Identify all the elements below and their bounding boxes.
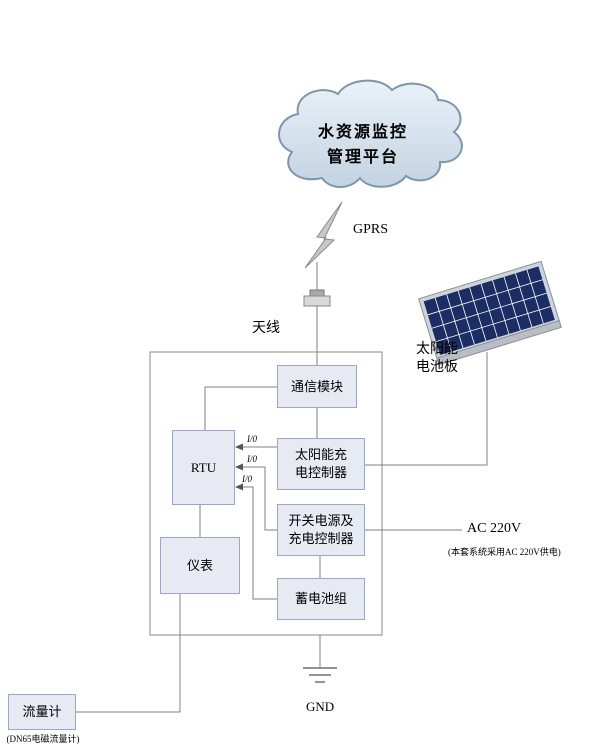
power-supply-box: 开关电源及 充电控制器 xyxy=(277,504,365,556)
wire-io3 xyxy=(242,486,277,600)
comm-module-box: 通信模块 xyxy=(277,365,357,408)
gprs-label: GPRS xyxy=(353,222,389,237)
arrowhead-io1 xyxy=(235,443,243,451)
ac-note: (本套系统采用AC 220V供电) xyxy=(448,547,561,557)
flow-meter-label: 流量计 xyxy=(22,704,62,720)
power-supply-label-line1: 开关电源及 xyxy=(288,513,354,529)
solar-controller-label-line2: 电控制器 xyxy=(294,465,347,480)
io-label-2: I/0 xyxy=(247,454,257,464)
arrowhead-io2 xyxy=(235,463,243,471)
instrument-box: 仪表 xyxy=(160,537,240,594)
solar-panel-label-line2: 电池板 xyxy=(416,360,458,375)
antenna-base xyxy=(303,295,331,307)
ground-icon xyxy=(303,667,337,683)
lightning-icon xyxy=(304,201,343,269)
battery-box: 蓄电池组 xyxy=(277,578,365,620)
rtu-label: RTU xyxy=(190,459,217,475)
gnd-label: GND xyxy=(306,699,335,714)
flow-meter-note: (DN65电磁流量计) xyxy=(6,734,80,744)
wire-io2 xyxy=(242,466,277,531)
wire-solarpanel-ctrl xyxy=(365,352,488,466)
cloud-title-line1: 水资源监控 xyxy=(317,124,408,141)
io-label-1: I/0 xyxy=(247,434,257,444)
enclosure-outline xyxy=(149,351,383,636)
io-label-3: I/0 xyxy=(242,474,252,484)
solar-controller-box: 太阳能充 电控制器 xyxy=(277,438,365,490)
wire-instrument-flowmeter xyxy=(76,594,181,713)
wire-comm-rtu xyxy=(204,386,277,430)
solar-panel-label-line1: 太阳能 xyxy=(416,342,458,357)
comm-module-label: 通信模块 xyxy=(290,378,343,394)
rtu-box: RTU xyxy=(172,430,235,505)
solar-controller-label-line1: 太阳能充 xyxy=(294,447,347,463)
battery-label: 蓄电池组 xyxy=(294,591,347,607)
power-supply-label-line2: 充电控制器 xyxy=(288,531,354,546)
cloud-title-line2: 管理平台 xyxy=(326,149,399,166)
solar-panel-icon xyxy=(418,260,562,366)
arrowhead-io3 xyxy=(235,483,243,491)
cloud-shape xyxy=(278,79,463,188)
instrument-label: 仪表 xyxy=(186,557,213,573)
antenna-label: 天线 xyxy=(252,321,280,336)
ac-label: AC 220V xyxy=(467,521,522,536)
flow-meter-box: 流量计 xyxy=(8,694,76,730)
